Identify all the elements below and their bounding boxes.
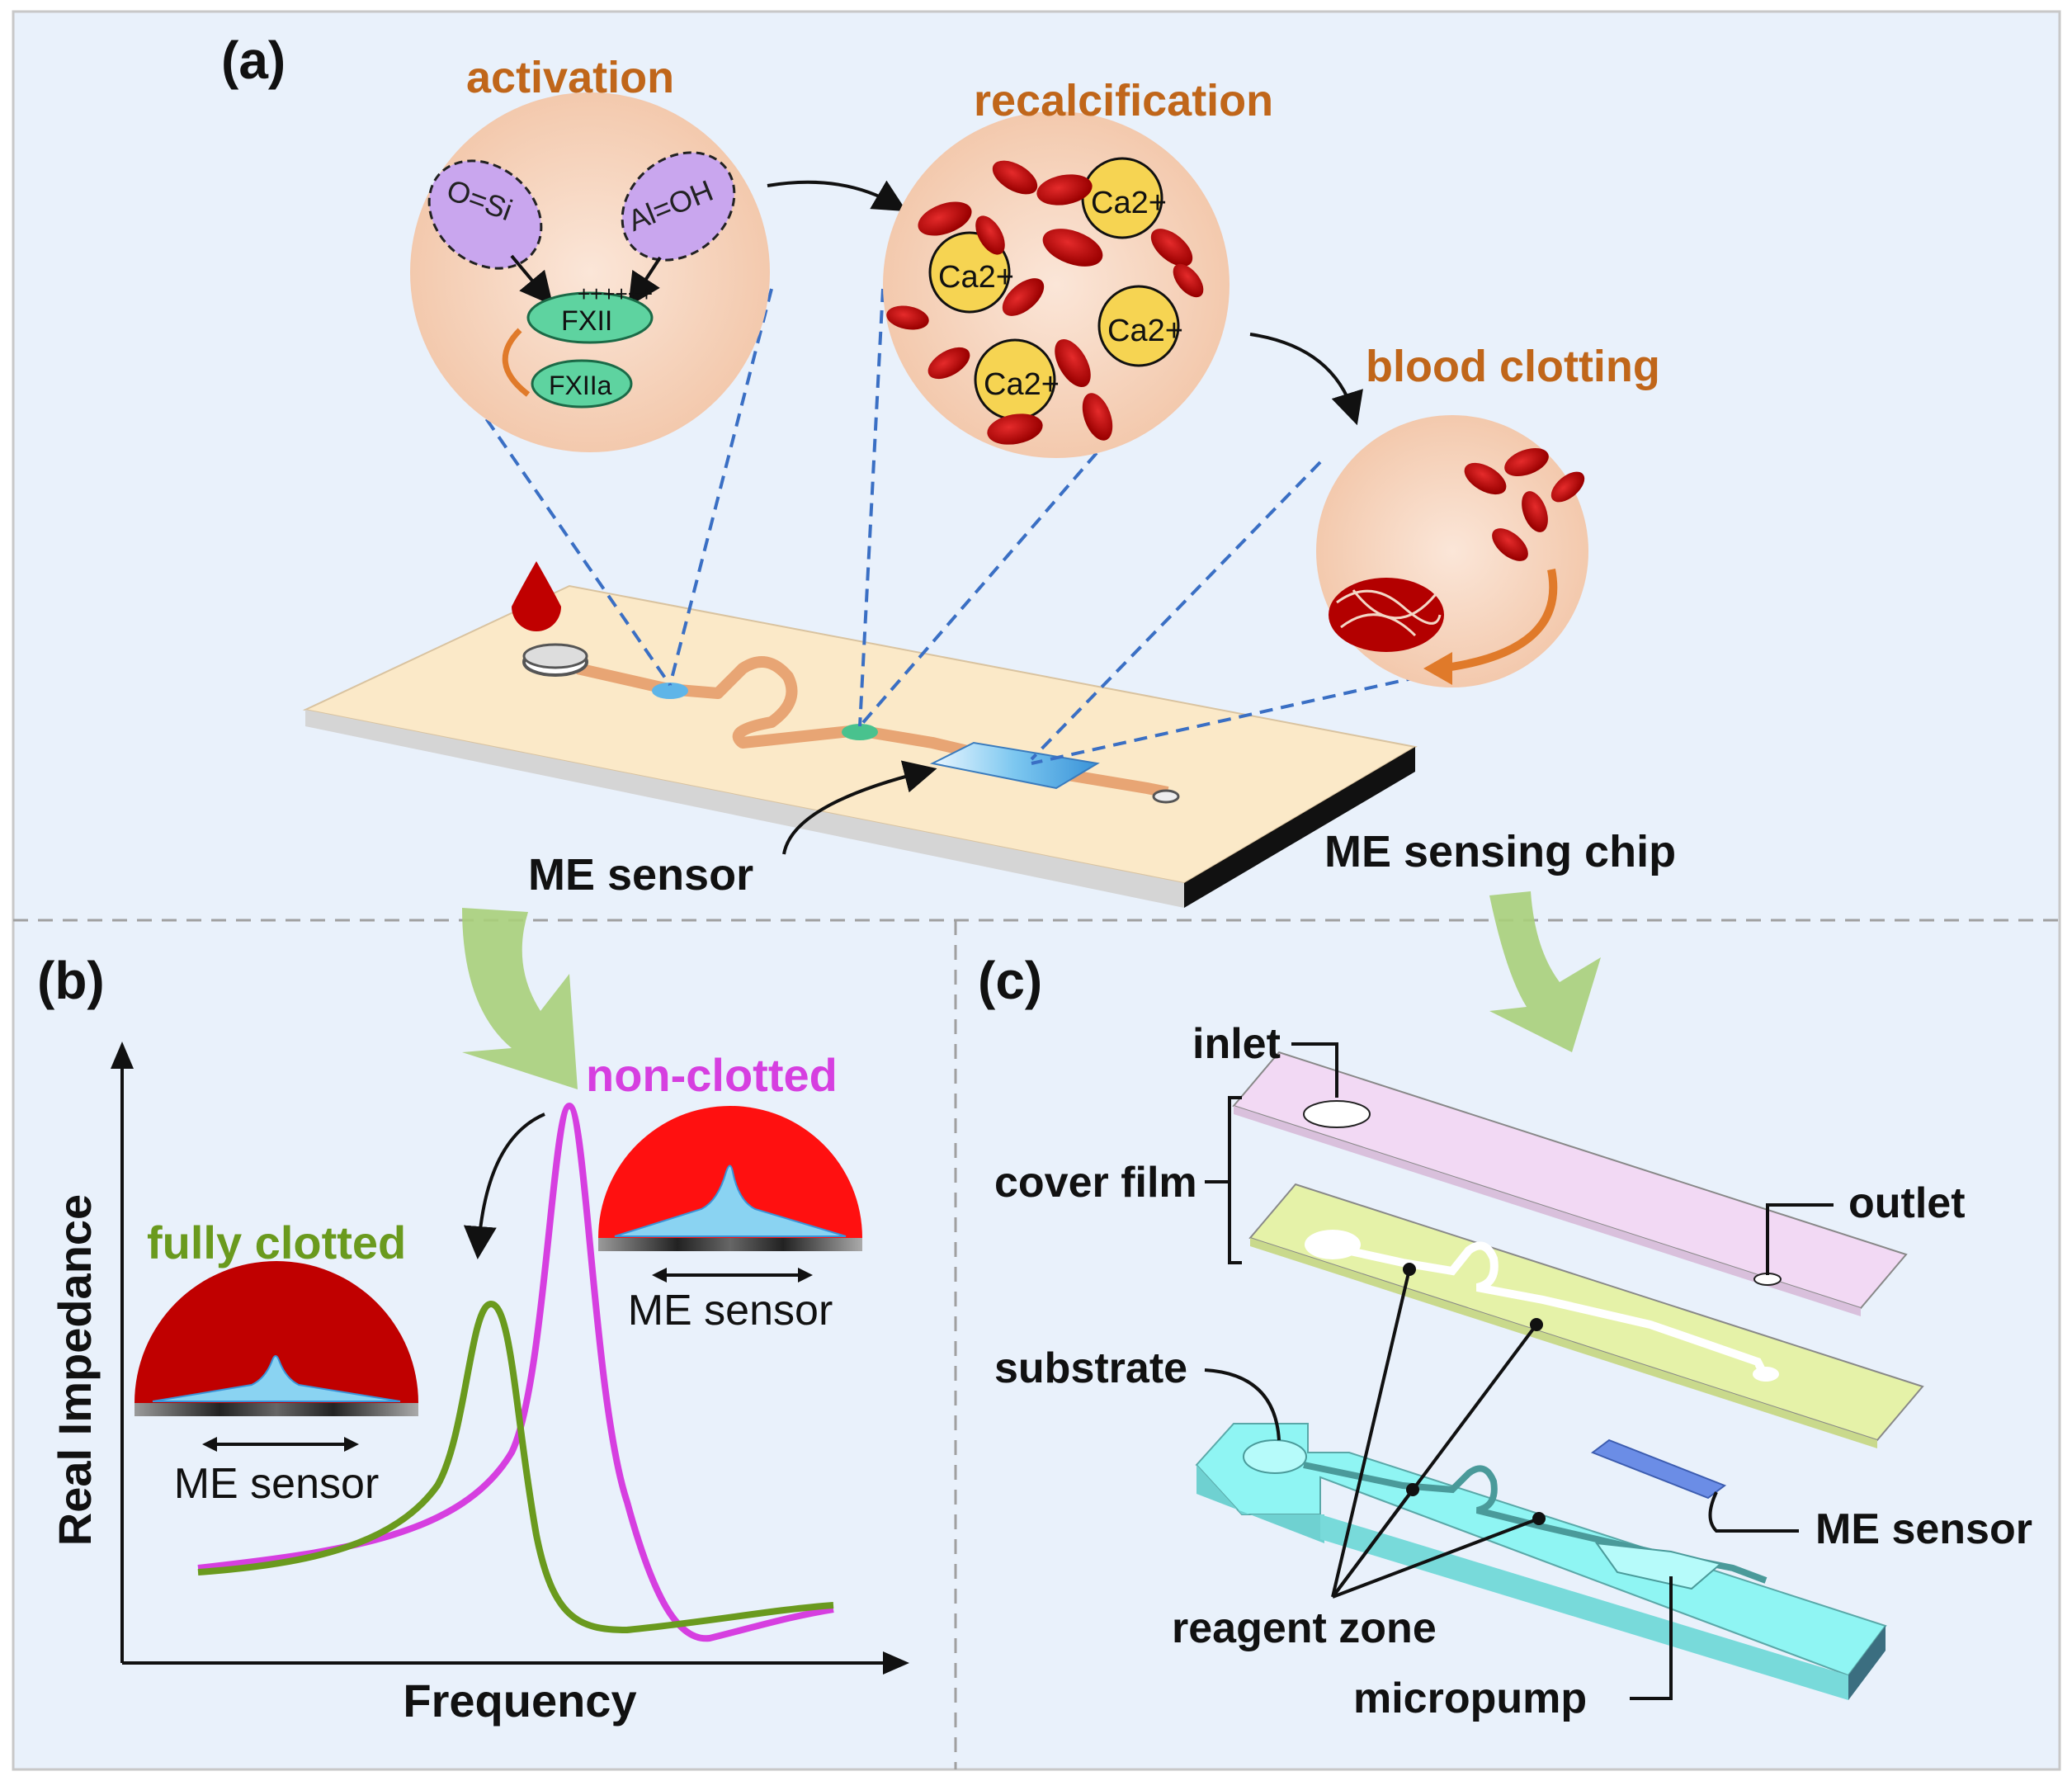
- red-blood-cells: [886, 160, 1204, 445]
- micropump-label: micropump: [1353, 1675, 1587, 1722]
- chip-label: ME sensing chip: [1324, 827, 1676, 876]
- dashed-connectors: [460, 288, 1420, 765]
- outlet-well: [1152, 789, 1180, 804]
- micropump-region: [1594, 1542, 1723, 1590]
- green-arrow-c: [1489, 891, 1601, 1052]
- activation-title: activation: [466, 53, 674, 102]
- blood-clotting-title: blood clotting: [1366, 342, 1660, 391]
- substrate-label: substrate: [994, 1344, 1187, 1392]
- me-sensing-chip: [302, 561, 1418, 908]
- activation-circle: activation O=Si Al=OH ++++++ FXII FXIIa: [410, 53, 770, 452]
- outlet-label: outlet: [1848, 1179, 1966, 1227]
- clotting-arrow: [1439, 569, 1558, 673]
- reagent-zone-label: reagent zone: [1172, 1604, 1437, 1652]
- microchannel: [576, 656, 1169, 798]
- fully-clotted-sensor-illustration: ME sensor: [135, 1261, 418, 1508]
- sensor-label-non-clotted: ME sensor: [628, 1287, 833, 1335]
- activation-arrow: [502, 328, 531, 397]
- green-arrow-b: [462, 908, 578, 1089]
- me-sensor-leader: [1708, 1491, 1799, 1533]
- fibrin-clot: [1329, 578, 1444, 652]
- clotting-shift-arrow: [463, 1113, 545, 1259]
- substrate-leader: [1204, 1368, 1281, 1441]
- calcium-ions: Ca2+ Ca2+ Ca2+ Ca2+: [928, 157, 1183, 421]
- series-line-fully-clotted: [197, 1300, 834, 1634]
- me-sensor-chip-c: [1590, 1438, 1727, 1500]
- sensor-label-fully-clotted: ME sensor: [174, 1460, 380, 1508]
- series-line-non-clotted: [197, 1102, 834, 1642]
- x-axis-label: Frequency: [403, 1675, 636, 1727]
- outlet-leader: [1766, 1203, 1834, 1275]
- blood-clotting-circle: [1316, 415, 1588, 687]
- arrow-to-clotting: [1249, 333, 1363, 426]
- fxiia-protein: [531, 359, 633, 409]
- inlet-label: inlet: [1192, 1020, 1281, 1068]
- cover-film-label: cover film: [994, 1159, 1197, 1207]
- calcium-label: Ca2+: [1107, 314, 1183, 348]
- calcium-label: Ca2+: [984, 367, 1060, 402]
- panel-c-label: (c): [978, 951, 1042, 1010]
- panel-b-label: (b): [37, 951, 105, 1010]
- alumina-particle: [621, 151, 736, 262]
- micropump-leader: [1630, 1576, 1673, 1700]
- inlet-leader: [1291, 1042, 1338, 1098]
- reagent-zone-leaders: [1331, 1268, 1540, 1599]
- substrate-layer: [1195, 1423, 1887, 1700]
- blood-drop-icon: [512, 561, 561, 631]
- non-clotted-sensor-illustration: ME sensor: [598, 1106, 862, 1335]
- calcium-label: Ca2+: [1091, 186, 1167, 220]
- non-clotted-label: non-clotted: [586, 1049, 838, 1101]
- arrow-to-recalcification: [767, 180, 907, 212]
- fxii-protein: [526, 291, 654, 344]
- activation-zone: [652, 683, 688, 699]
- fully-clotted-label: fully clotted: [147, 1216, 406, 1268]
- y-axis-label: Real Impedance: [49, 1194, 101, 1546]
- cover-film-channel-layer: [1248, 1183, 1924, 1448]
- fxii-label: FXII: [561, 305, 612, 337]
- me-sensor-label-a: ME sensor: [528, 850, 753, 900]
- me-sensor-arrow: [782, 760, 937, 855]
- recalcification-circle: recalcification Ca2+ Ca2+ Ca2+ Ca2+: [883, 76, 1273, 458]
- chip-me-sensor: [929, 741, 1100, 790]
- recalcification-zone: [842, 724, 878, 740]
- fxiia-label: FXIIa: [549, 371, 612, 400]
- fxii-charges: ++++++: [578, 281, 653, 306]
- panel-a-label: (a): [221, 31, 286, 90]
- calcium-label: Ca2+: [938, 260, 1014, 295]
- me-sensor-label-c: ME sensor: [1815, 1505, 2032, 1553]
- impedance-chart: Real Impedance Frequency non-clotted ful…: [49, 1042, 909, 1727]
- cover-film-top-layer: [1232, 1051, 1908, 1316]
- silica-particle: [427, 159, 543, 270]
- recalcification-title: recalcification: [974, 76, 1273, 125]
